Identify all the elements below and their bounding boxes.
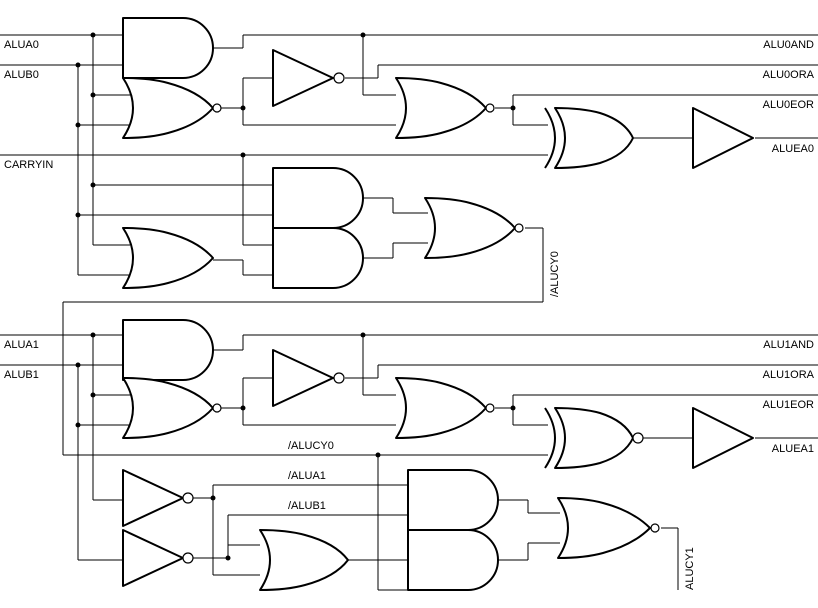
nor-bubble (650, 523, 660, 533)
and-gate-alu0 (122, 17, 214, 79)
buffer-inverter-alu1 (272, 349, 334, 407)
nor-gate-carry1 (557, 497, 651, 559)
output-label-aluea0: ALUEA0 (772, 143, 814, 155)
output-label-alu0and: ALU0AND (763, 39, 814, 51)
and-gate-carry0-b (272, 227, 364, 289)
inverter-bubble (182, 492, 194, 504)
input-label-alua0: ALUA0 (4, 39, 39, 51)
output-label-alu1ora: ALU1ORA (763, 369, 815, 381)
xnor-bubble (632, 432, 644, 444)
nor-gate-alu0-inputs (122, 77, 214, 139)
inverter-bubble (333, 372, 345, 384)
nor-bubble (485, 403, 495, 413)
buffer-aluea1 (692, 407, 754, 469)
input-label-alub0: ALUB0 (4, 69, 39, 81)
and-gate-carry1-a (407, 469, 499, 531)
output-label-alu1and: ALU1AND (763, 339, 814, 351)
input-label-alub1: ALUB1 (4, 369, 39, 381)
wires (0, 34, 818, 591)
inverter-bubble (182, 552, 194, 564)
xnor-gate-alu1-curve (544, 407, 556, 469)
and-gate-carry0-a (272, 167, 364, 229)
buffer-aluea0 (692, 107, 754, 169)
input-label-carryin: CARRYIN (4, 159, 53, 171)
inverter-alua1 (122, 469, 184, 527)
or-gate-carry1-inputs (259, 529, 349, 591)
or-gate-carry0-inputs (122, 227, 214, 289)
and-gate-alu1 (122, 319, 214, 381)
signal-label-alucy0: /ALUCY0 (288, 440, 334, 452)
output-label-aluea1: ALUEA1 (772, 443, 814, 455)
nor-bubble (212, 403, 222, 413)
output-label-alu0eor: ALU0EOR (763, 99, 814, 111)
output-label-alu0ora: ALU0ORA (763, 69, 815, 81)
and-gate-carry1-b (407, 529, 499, 591)
junction-dots (75, 32, 516, 561)
xor-gate-alu0 (554, 107, 634, 169)
signal-label-alub1-inverted: /ALUB1 (288, 500, 326, 512)
signal-label-alua1-inverted: /ALUA1 (288, 470, 326, 482)
output-label-alu1eor: ALU1EOR (763, 399, 814, 411)
xor-gate-alu0-curve (544, 107, 556, 169)
xnor-gate-alu1 (554, 407, 634, 469)
nor-gate-carry0 (424, 197, 516, 259)
nor-gate-alu1-ora (395, 377, 487, 439)
nor-gate-alu0-ora (395, 77, 487, 139)
buffer-inverter-alu0 (272, 49, 334, 107)
nor-bubble (212, 103, 222, 113)
inverter-bubble (333, 72, 345, 84)
input-label-alua1: ALUA1 (4, 339, 39, 351)
nor-gate-alu1-inputs (122, 377, 214, 439)
inverter-alub1 (122, 529, 184, 587)
nor-bubble (514, 223, 524, 233)
signal-label-alucy1: ALUCY1 (684, 547, 696, 590)
nor-bubble (485, 103, 495, 113)
signal-label-alucy0-vertical: /ALUCY0 (549, 251, 561, 297)
